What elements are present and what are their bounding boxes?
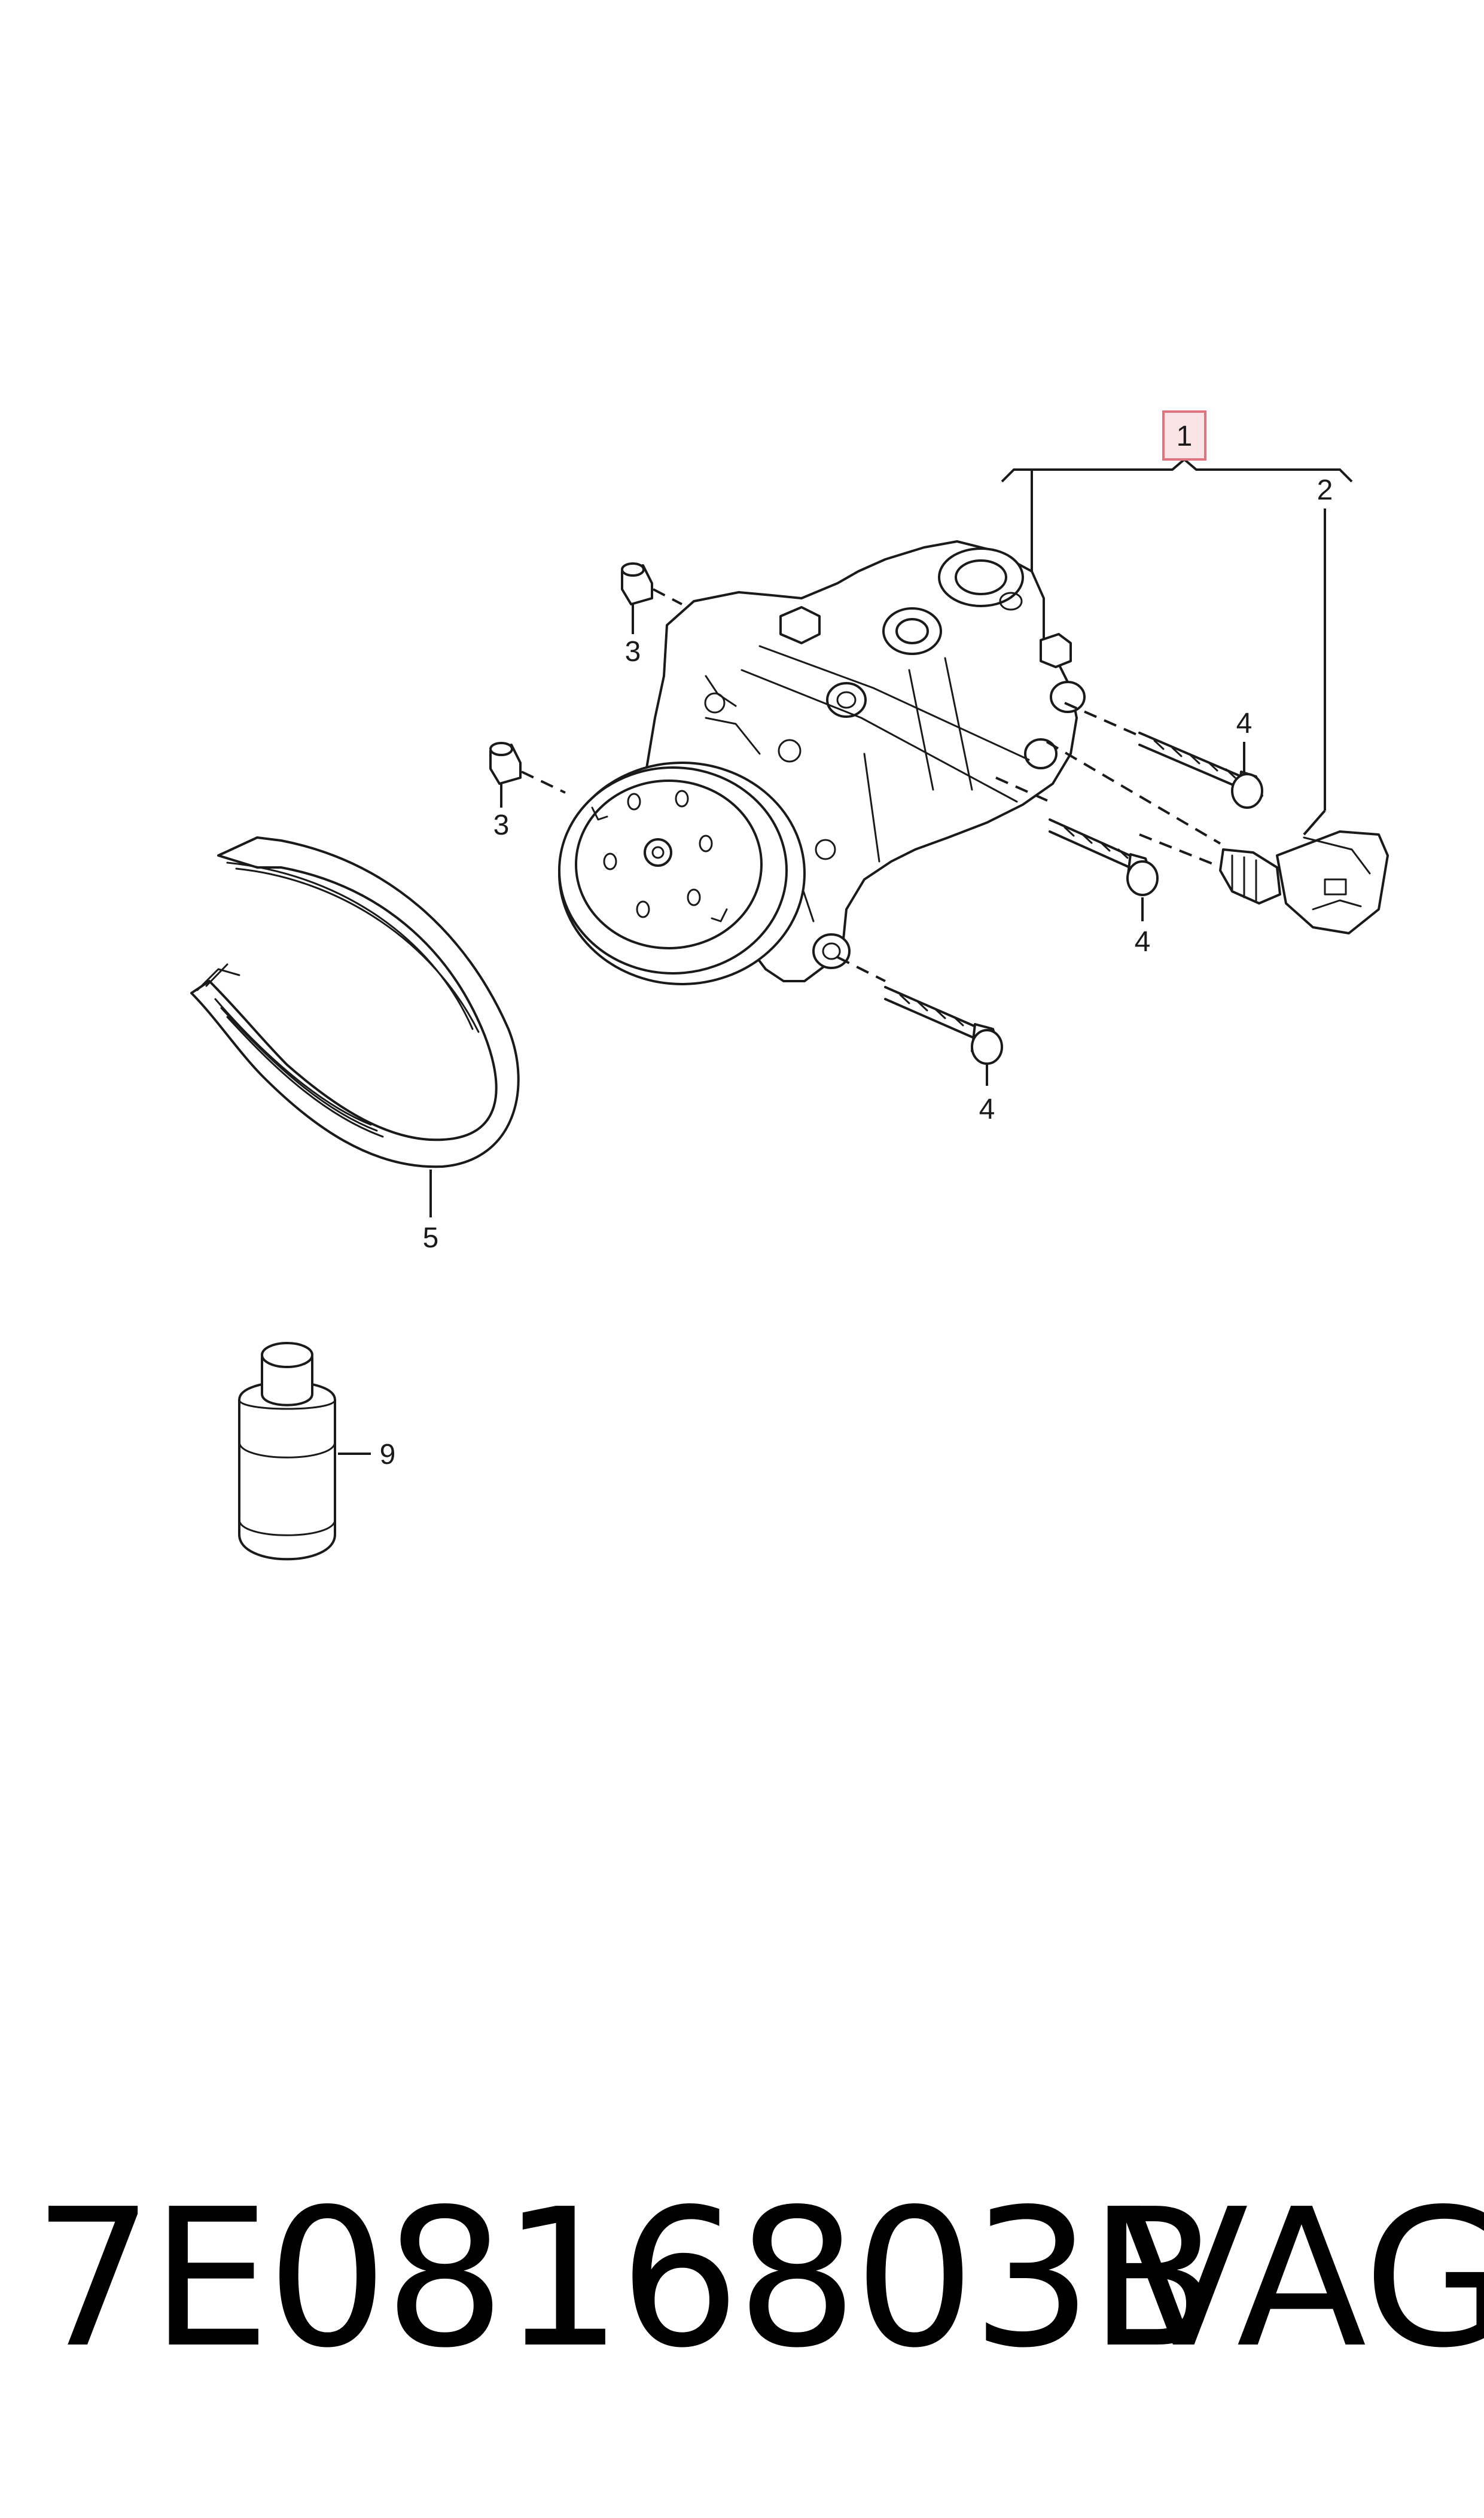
callout-2[interactable]: 2: [1303, 474, 1333, 836]
bolt-upper: [1064, 702, 1263, 809]
oil-bottle: [238, 1342, 336, 1561]
svg-text:4: 4: [979, 1094, 995, 1125]
svg-text:3: 3: [625, 636, 641, 668]
svg-text:4: 4: [1135, 926, 1151, 958]
callout-4-middle[interactable]: 4: [1135, 897, 1151, 958]
ac-compressor: [558, 540, 1086, 985]
bushing-lower: [489, 742, 566, 794]
pressure-sensor: [1046, 741, 1389, 934]
ribbed-belt: [190, 836, 520, 1168]
callout-3-lower[interactable]: 3: [493, 784, 510, 841]
bolt-lower: [837, 956, 1003, 1065]
bushing-upper: [621, 562, 682, 605]
group-bracket: [1001, 458, 1353, 571]
svg-text:9: 9: [380, 1439, 396, 1470]
callout-4-lower[interactable]: 4: [979, 1065, 995, 1125]
brand-label: VAG: [1119, 2168, 1484, 2389]
callout-4-upper[interactable]: 4: [1236, 708, 1253, 773]
callout-1[interactable]: 1: [1162, 410, 1206, 461]
svg-text:1: 1: [1177, 421, 1193, 452]
bolt-middle: [995, 777, 1215, 896]
callout-3-upper[interactable]: 3: [625, 604, 641, 668]
svg-text:4: 4: [1236, 708, 1253, 739]
svg-text:2: 2: [1317, 474, 1333, 506]
callout-9[interactable]: 9: [338, 1439, 395, 1470]
part-number: 7E0816803B: [33, 2168, 1220, 2389]
callout-5[interactable]: 5: [423, 1170, 439, 1254]
svg-text:5: 5: [423, 1222, 439, 1254]
svg-text:3: 3: [493, 809, 510, 841]
